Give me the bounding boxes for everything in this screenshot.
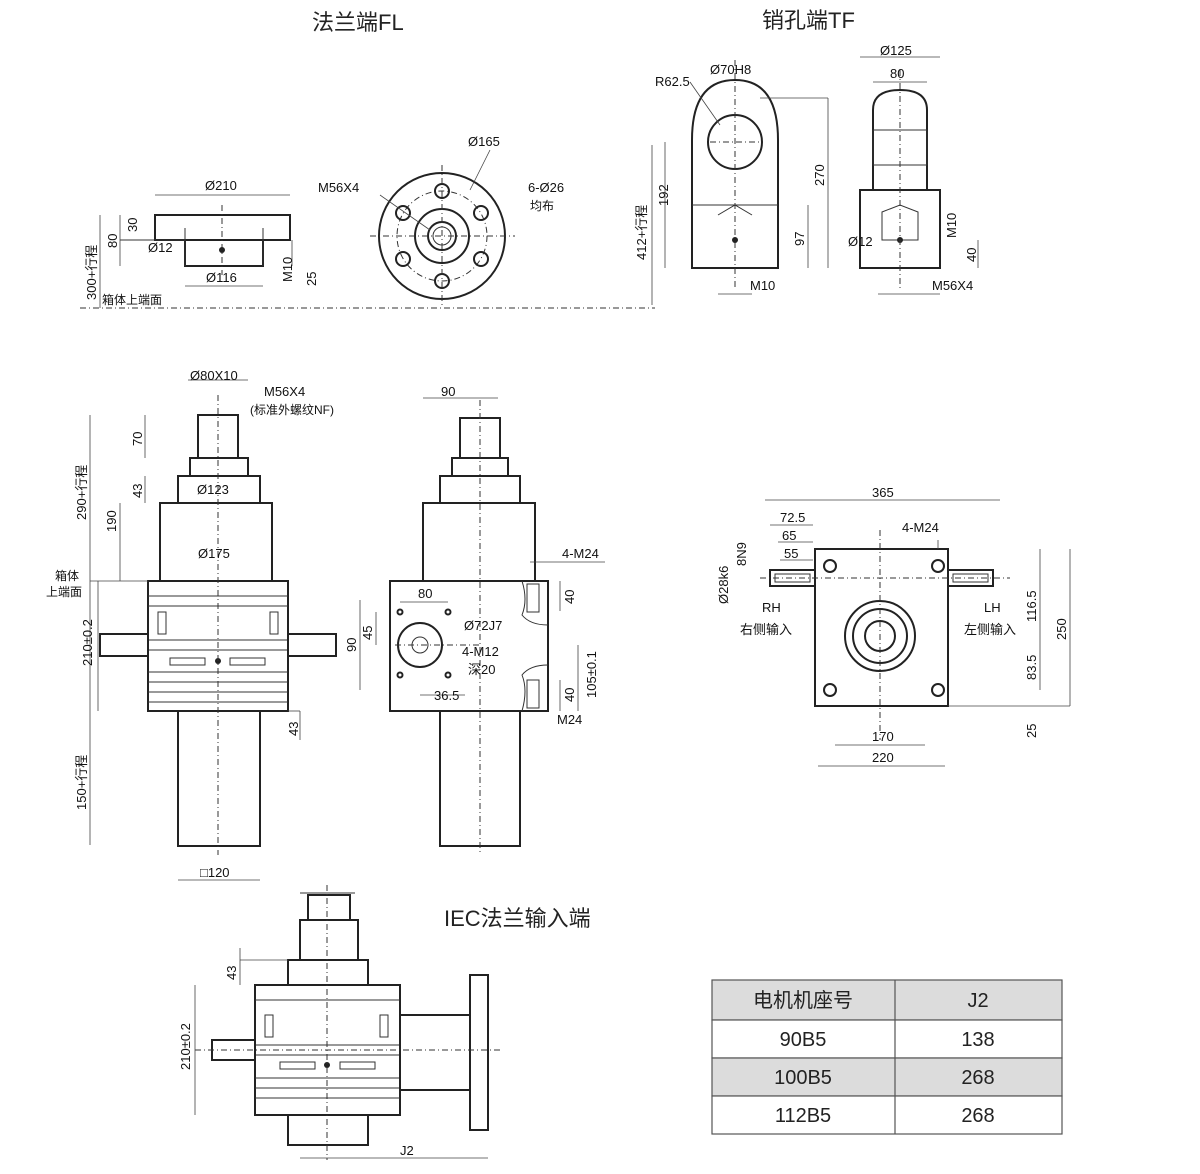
top-dim-h116: 116.5	[1024, 590, 1039, 622]
side-dim-h40b: 40	[562, 688, 577, 702]
front-dim-stroke150: 150+行程	[74, 755, 89, 810]
top-dim-shaft: Ø28k6	[716, 566, 731, 604]
top-lh: LH	[984, 600, 1001, 615]
iec-dim-h210: 210±0.2	[178, 1023, 193, 1070]
top-dim-w65: 65	[782, 528, 796, 543]
table-header-motor: 电机机座号	[753, 989, 853, 1012]
top-dim-w365: 365	[872, 485, 894, 500]
fl-box-top-label: 箱体上端面	[102, 292, 162, 307]
top-dim-h25: 25	[1024, 724, 1039, 738]
tf-dim-stroke: 412+行程	[634, 205, 649, 260]
heading-flange-end: 法兰端FL	[312, 10, 404, 35]
front-dim-h70: 70	[130, 432, 145, 446]
tf-side-view	[859, 56, 979, 295]
fl-dim-stroke: 300+行程	[84, 245, 99, 300]
fl-dim-holes: 6-Ø26	[528, 180, 564, 195]
front-thread-note: (标准外螺纹NF)	[250, 403, 334, 417]
tf-dim-h40: 40	[964, 248, 979, 262]
tf-dim-h97: 97	[792, 232, 807, 246]
top-dim-h83: 83.5	[1024, 655, 1039, 680]
tf-dim-h192: 192	[656, 184, 671, 206]
front-dim-stroke290: 290+行程	[74, 465, 89, 520]
tf-dim-r62: R62.5	[655, 74, 690, 89]
heading-iec-input: IEC法兰输入端	[444, 906, 591, 931]
table-cell-r2-c1: 100B5	[774, 1067, 832, 1089]
tf-dim-d70: Ø70H8	[710, 62, 751, 77]
tf-dim-h270: 270	[812, 164, 827, 186]
table-cell-r1-c2: 138	[961, 1029, 994, 1051]
tf-front-view	[651, 60, 829, 305]
tf-dim-m10: M10	[750, 278, 775, 293]
table-header-j2: J2	[967, 990, 988, 1012]
side-dim-m12: 4-M12	[462, 644, 499, 659]
tf-dim-d125: Ø125	[880, 43, 912, 58]
side-dim-m24b: M24	[557, 712, 582, 727]
side-dim-h90: 90	[344, 638, 359, 652]
fl-dim-h25: 25	[304, 272, 319, 286]
iec-dim-h43: 43	[224, 966, 239, 980]
top-dim-h250: 250	[1054, 618, 1069, 640]
side-dim-m24: 4-M24	[562, 546, 599, 561]
heading-pin-end: 销孔端TF	[762, 8, 855, 33]
fl-dim-h30: 30	[125, 218, 140, 232]
tf-dim-m10b: M10	[944, 213, 959, 238]
fl-dim-d210: Ø210	[205, 178, 237, 193]
side-dim-h40a: 40	[562, 590, 577, 604]
side-dim-h105: 105±0.1	[584, 651, 599, 698]
table-cell-r1-c1: 90B5	[780, 1029, 827, 1051]
side-dim-depth: 深20	[468, 662, 495, 677]
top-rh: RH	[762, 600, 781, 615]
side-dim-w90: 90	[441, 384, 455, 399]
front-dim-d80: Ø80X10	[190, 368, 238, 383]
top-dim-w170: 170	[872, 729, 894, 744]
top-dim-w55: 55	[784, 546, 798, 561]
fl-dim-d165: Ø165	[468, 134, 500, 149]
top-dim-key: 8N9	[734, 542, 749, 566]
front-dim-h43: 43	[130, 484, 145, 498]
fl-side-view	[80, 194, 655, 309]
top-dim-w220: 220	[872, 750, 894, 765]
top-dim-w72: 72.5	[780, 510, 805, 525]
motor-table	[711, 979, 1063, 1135]
top-dim-m24: 4-M24	[902, 520, 939, 535]
iec-view	[194, 885, 500, 1160]
table-cell-r3-c1: 112B5	[775, 1105, 831, 1127]
fl-holes-note: 均布	[530, 199, 554, 213]
table-cell-r2-c2: 268	[961, 1067, 994, 1089]
side-dim-d72: Ø72J7	[464, 618, 502, 633]
top-view	[760, 499, 1071, 767]
front-dim-m56: M56X4	[264, 384, 305, 399]
top-rh-cn: 右侧输入	[740, 622, 792, 637]
front-dim-h43b: 43	[286, 722, 301, 736]
tf-dim-w80: 80	[890, 66, 904, 81]
front-box-label-2: 上端面	[46, 585, 82, 599]
fl-dim-d12: Ø12	[148, 240, 173, 255]
front-dim-h210: 210±0.2	[80, 619, 95, 666]
tf-dim-d12: Ø12	[848, 234, 873, 249]
front-dim-d175: Ø175	[198, 546, 230, 561]
side-dim-w36: 36.5	[434, 688, 459, 703]
front-dim-sq120: □120	[200, 865, 230, 880]
fl-dim-d116: Ø116	[206, 270, 237, 285]
side-dim-h45: 45	[360, 626, 375, 640]
table-cell-r3-c2: 268	[961, 1105, 994, 1127]
top-lh-cn: 左侧输入	[964, 622, 1016, 637]
side-dim-w80: 80	[418, 586, 432, 601]
front-box-label-1: 箱体	[55, 568, 79, 583]
main-front-view	[89, 379, 337, 881]
fl-dim-h80: 80	[105, 234, 120, 248]
fl-front-view	[370, 149, 515, 305]
front-dim-d123: Ø123	[197, 482, 229, 497]
fl-dim-m56: M56X4	[318, 180, 359, 195]
front-dim-h190: 190	[104, 510, 119, 532]
tf-dim-m56: M56X4	[932, 278, 973, 293]
fl-dim-m10: M10	[280, 257, 295, 282]
iec-dim-j2: J2	[400, 1143, 414, 1158]
main-side-view	[359, 397, 605, 855]
